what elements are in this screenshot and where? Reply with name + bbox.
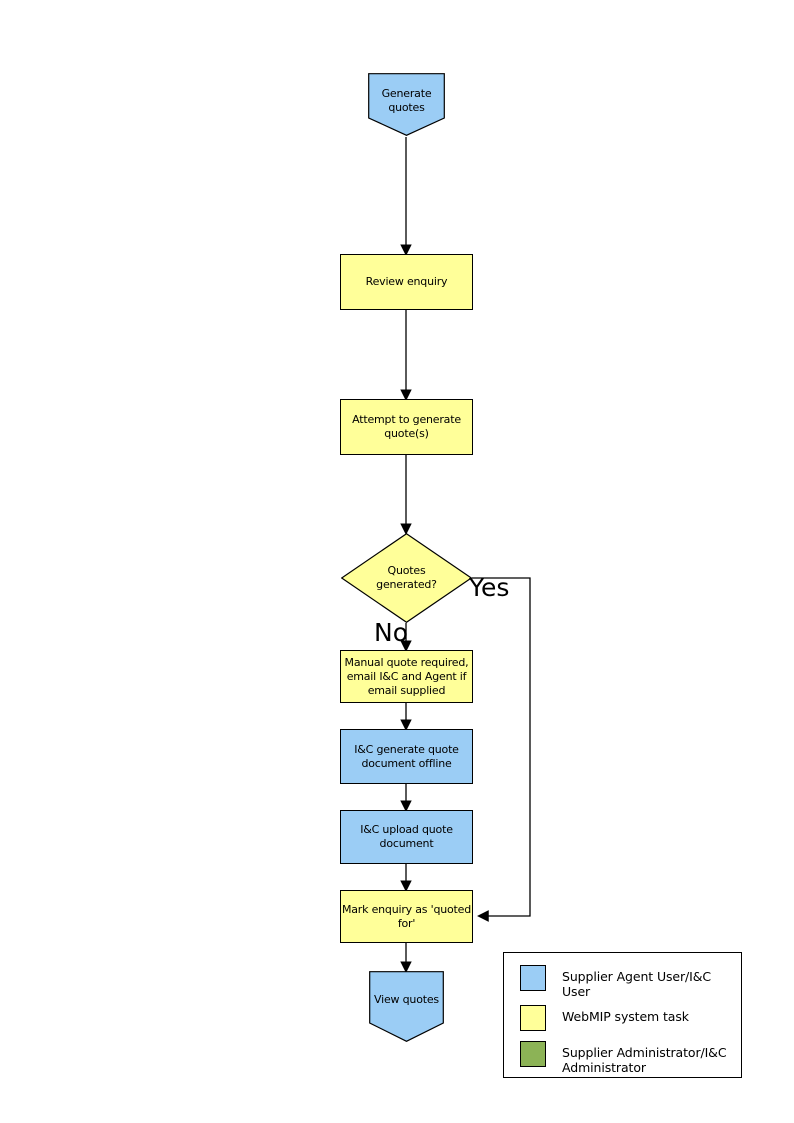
legend-item-supplier-administrator: Supplier Administrator/I&C Administrator: [520, 1041, 727, 1075]
node-view-quotes[interactable]: View quotes: [369, 971, 444, 1042]
legend-label-webmip-system-task: WebMIP system task: [562, 1009, 689, 1024]
node-review-enquiry[interactable]: Review enquiry: [340, 254, 473, 310]
legend-item-supplier-agent-user: Supplier Agent User/I&C User: [520, 965, 741, 999]
legend-label-supplier-agent-user: Supplier Agent User/I&C User: [562, 969, 712, 999]
edge-label-no: No: [374, 618, 408, 647]
node-manual-quote-required[interactable]: Manual quote required, email I&C and Age…: [340, 650, 473, 703]
edge-decision-yes-to-mark: [472, 577, 531, 922]
node-mark-enquiry-quoted-for[interactable]: Mark enquiry as 'quoted for': [340, 890, 473, 943]
node-label-generate-quotes: Generate quotes: [381, 87, 432, 114]
edge-label-yes: Yes: [469, 573, 510, 602]
node-generate-quotes[interactable]: Generate quotes: [368, 73, 445, 136]
legend-swatch-blue: [520, 965, 546, 991]
node-label-quotes-generated: Quotes generated?: [376, 564, 437, 591]
legend-swatch-yellow: [520, 1005, 546, 1031]
node-quotes-generated-decision[interactable]: Quotes generated?: [340, 532, 473, 624]
legend: Supplier Agent User/I&C User WebMIP syst…: [503, 952, 742, 1078]
node-label-ic-generate-quote-document: I&C generate quote document offline: [354, 742, 459, 770]
legend-label-supplier-administrator: Supplier Administrator/I&C Administrator: [562, 1045, 727, 1075]
node-label-mark-enquiry-quoted-for: Mark enquiry as 'quoted for': [341, 902, 472, 930]
pentagon-shape-view-quotes: [369, 971, 444, 1042]
legend-swatch-green: [520, 1041, 546, 1067]
node-label-ic-upload-quote-document: I&C upload quote document: [360, 823, 453, 850]
legend-item-webmip-system-task: WebMIP system task: [520, 1005, 689, 1031]
node-label-attempt-generate-quotes: Attempt to generate quote(s): [352, 413, 461, 440]
diamond-shape-quotes-generated: [340, 532, 473, 624]
node-label-view-quotes: View quotes: [374, 993, 439, 1006]
node-attempt-generate-quotes[interactable]: Attempt to generate quote(s): [340, 399, 473, 455]
node-label-review-enquiry: Review enquiry: [365, 275, 448, 288]
pentagon-shape-generate-quotes: [368, 73, 445, 136]
node-ic-upload-quote-document[interactable]: I&C upload quote document: [340, 810, 473, 864]
node-label-manual-quote-required: Manual quote required, email I&C and Age…: [344, 655, 469, 697]
node-ic-generate-quote-document[interactable]: I&C generate quote document offline: [340, 729, 473, 784]
